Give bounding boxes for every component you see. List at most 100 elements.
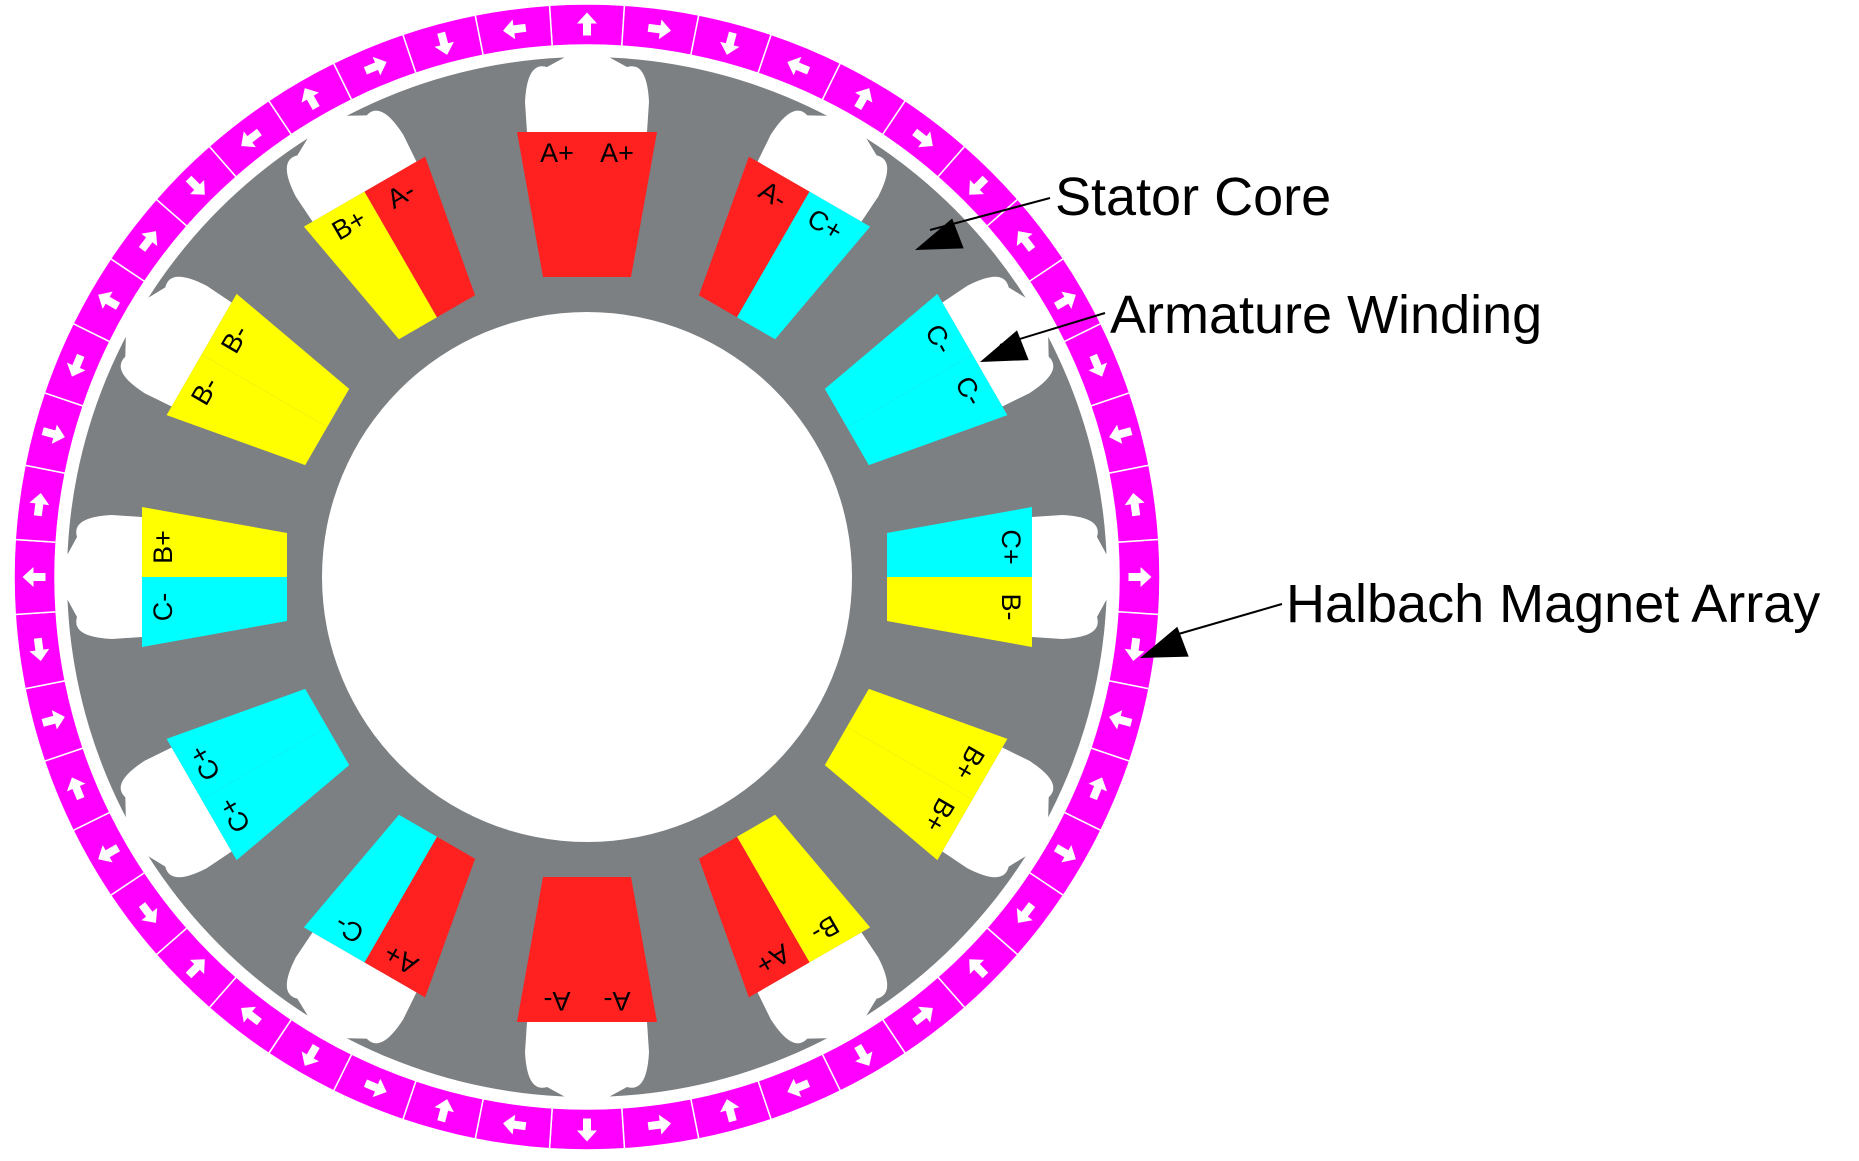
magnetization-arrow-icon xyxy=(185,175,205,195)
magnetization-arrow-icon xyxy=(1109,424,1133,444)
magnetization-arrow-icon xyxy=(969,959,989,979)
magnetization-arrow-icon xyxy=(1128,567,1152,587)
coil-label: B+ xyxy=(148,530,178,564)
magnetization-arrow-icon xyxy=(720,1099,740,1123)
coil-side-right xyxy=(698,836,810,998)
coil-label: A+ xyxy=(600,138,634,168)
stator-slot: C+C+ xyxy=(120,688,350,878)
stator-slot: A-C+ xyxy=(698,110,888,340)
magnetization-arrow-icon xyxy=(185,959,205,979)
coil-side-left xyxy=(698,156,810,318)
coil-label: A- xyxy=(604,986,631,1016)
coil-side-left xyxy=(303,191,438,340)
coil-side-right xyxy=(587,132,657,277)
coil-side-left xyxy=(201,726,350,861)
coil-side-right xyxy=(166,688,328,800)
magnetization-arrow-icon xyxy=(787,56,811,76)
stator-slot: A+C- xyxy=(286,814,476,1044)
coil-side-right xyxy=(824,727,973,861)
magnetization-arrow-icon xyxy=(1053,844,1076,863)
coil-label: B- xyxy=(996,594,1026,621)
coil-side-left xyxy=(364,836,476,998)
magnetization-arrow-icon xyxy=(1053,291,1076,310)
magnetization-arrow-icon xyxy=(854,88,873,111)
coil-side-left xyxy=(166,354,328,466)
coil-side-left xyxy=(846,688,1008,800)
magnetization-arrow-icon xyxy=(241,128,262,148)
magnetization-arrow-icon xyxy=(577,1118,597,1142)
magnetization-arrow-icon xyxy=(301,88,320,111)
magnetization-arrow-icon xyxy=(787,1078,811,1098)
magnetization-arrow-icon xyxy=(577,12,597,36)
coil-side-right xyxy=(517,877,587,1022)
magnetization-arrow-icon xyxy=(1124,637,1145,662)
coil-side-left xyxy=(736,814,871,963)
magnetization-arrow-icon xyxy=(969,175,989,195)
halbach-magnet-array xyxy=(13,3,1161,1151)
callouts: Stator Core Armature Winding Halbach Mag… xyxy=(915,167,1820,658)
magnetization-arrow-icon xyxy=(241,1006,262,1026)
coil-side-right xyxy=(303,814,438,963)
magnetization-arrow-icon xyxy=(301,1043,320,1066)
coil-label: A+ xyxy=(540,138,574,168)
halbach-array-leader-line xyxy=(1174,603,1283,636)
coil-side-right xyxy=(846,354,1008,466)
stator-slot: C-C- xyxy=(824,276,1054,466)
magnetization-arrow-icon xyxy=(363,56,387,76)
magnetization-arrow-icon xyxy=(647,1114,672,1135)
coil-side-right xyxy=(364,156,476,318)
magnetization-arrow-icon xyxy=(1124,492,1145,517)
magnetization-arrow-icon xyxy=(502,19,527,40)
coil-side-right xyxy=(887,577,1032,647)
magnetization-arrow-icon xyxy=(434,1099,454,1123)
magnetization-arrow-icon xyxy=(22,567,46,587)
magnetization-arrow-icon xyxy=(912,128,933,148)
magnetization-arrow-icon xyxy=(434,31,454,55)
magnetization-arrow-icon xyxy=(363,1078,387,1098)
stator-slot: C+ B- xyxy=(887,507,1109,647)
magnetization-arrow-icon xyxy=(1016,902,1036,923)
magnetization-arrow-icon xyxy=(1109,710,1133,730)
stator-bore xyxy=(322,312,852,842)
coil-side-right xyxy=(201,293,350,428)
magnetization-arrow-icon xyxy=(98,844,121,863)
coil-label: C- xyxy=(148,593,178,622)
armature-winding: A+ A+ A-C+C-C- C+ B- B+B+B-A+ A- A- A+C-C+C+ C- B+… xyxy=(65,55,1109,1099)
stator-core-label: Stator Core xyxy=(1055,167,1331,227)
magnetization-arrow-icon xyxy=(1016,231,1036,252)
coil-label: C+ xyxy=(996,529,1026,564)
stator-slot: C- B+ xyxy=(65,507,287,647)
magnetization-arrow-icon xyxy=(138,902,158,923)
magnetization-arrow-icon xyxy=(29,637,50,662)
magnetization-arrow-icon xyxy=(854,1043,873,1066)
coil-side-left xyxy=(887,507,1032,577)
magnetization-arrow-icon xyxy=(66,353,86,377)
stator-slot: B-A+ xyxy=(698,814,888,1044)
magnetization-arrow-icon xyxy=(41,710,65,730)
coil-label: A- xyxy=(544,986,571,1016)
magnetization-arrow-icon xyxy=(502,1114,527,1135)
magnetization-arrow-icon xyxy=(1088,777,1108,801)
stator-slot: B+A- xyxy=(286,110,476,340)
stator-slot: A+ A+ xyxy=(517,55,657,277)
coil-side-left xyxy=(142,577,287,647)
magnetization-arrow-icon xyxy=(912,1006,933,1026)
magnetization-arrow-icon xyxy=(41,424,65,444)
magnetization-arrow-icon xyxy=(647,19,672,40)
stator-slot: B-B- xyxy=(120,276,350,466)
magnetization-arrow-icon xyxy=(720,31,740,55)
magnetization-arrow-icon xyxy=(1088,353,1108,377)
coil-side-right xyxy=(142,507,287,577)
stator-slot: B+B+ xyxy=(824,688,1054,878)
coil-side-right xyxy=(737,191,871,340)
magnetization-arrow-icon xyxy=(66,777,86,801)
magnetization-arrow-icon xyxy=(98,291,121,310)
coil-side-left xyxy=(517,132,587,277)
coil-side-left xyxy=(824,293,973,428)
coil-side-left xyxy=(587,877,657,1022)
halbach-array-arrowhead xyxy=(1140,626,1189,658)
magnetization-arrow-icon xyxy=(138,231,158,252)
armature-winding-arrowhead xyxy=(980,330,1029,362)
stator-slot: A- A- xyxy=(517,877,657,1099)
